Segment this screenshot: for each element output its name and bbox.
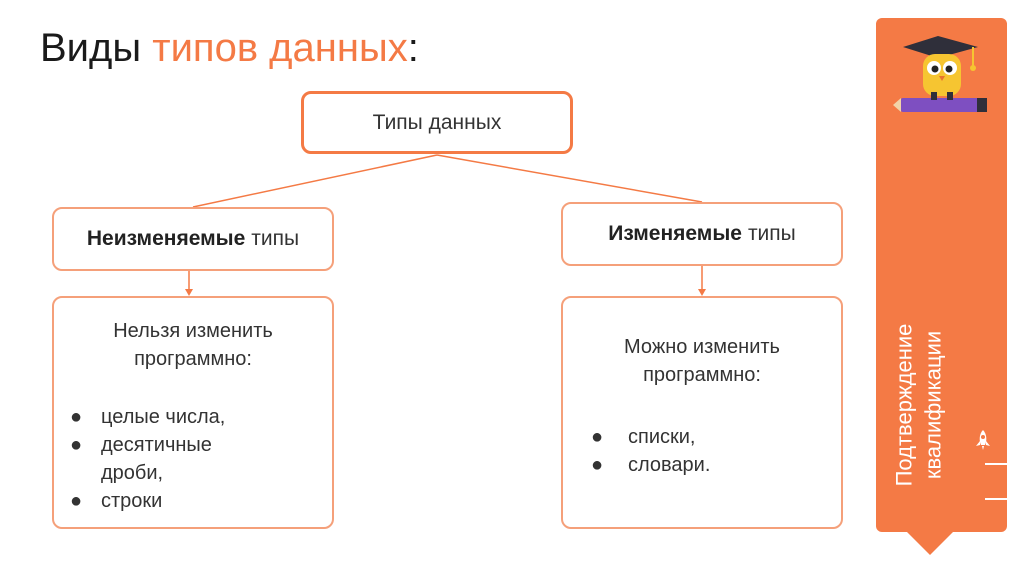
mutable-desc-line2: программно: [563,361,841,389]
rocket-icon [974,429,992,451]
sidebar-caption-line1: Подтверждение [889,324,918,487]
list-item: ●словари. [563,451,841,479]
root-node: Типы данных [301,91,573,154]
root-node-label: Типы данных [373,111,502,135]
bullet-icon: ● [591,423,603,451]
immutable-desc-line2: программно: [54,345,332,373]
mutable-heading-bold: Изменяемые [608,222,742,246]
list-item: ●целые числа, [54,403,332,431]
mutable-heading-rest: типы [748,222,796,246]
mutable-details-node: Можно изменить программно: ●списки, ●сло… [561,296,843,529]
connector-root-left [193,155,437,207]
immutable-details-node: Нельзя изменить программно: ●целые числа… [52,296,334,529]
connector-root-right [437,155,702,202]
owl-mascot-icon [893,32,993,122]
immutable-description: Нельзя изменить программно: [54,317,332,373]
mutable-description: Можно изменить программно: [563,333,841,389]
mutable-desc-line1: Можно изменить [563,333,841,361]
bullet-icon: ● [591,451,603,479]
immutable-heading-rest: типы [251,227,299,251]
immutable-types-node: Неизменяемые типы [52,207,334,271]
immutable-list: ●целые числа, ●десятичные дроби, ●строки [54,403,332,515]
sidebar-pointer [906,531,954,555]
sidebar-divider [985,498,1007,500]
bullet-icon: ● [70,487,82,515]
immutable-heading-bold: Неизменяемые [87,227,245,251]
sidebar-caption: Подтверждение квалификации [886,300,950,510]
list-item: ●списки, [563,423,841,451]
arrow-left-icon [185,289,193,296]
bullet-icon: ● [70,431,82,459]
sidebar-caption-line2: квалификации [918,324,947,487]
bullet-icon: ● [70,403,82,431]
mutable-types-node: Изменяемые типы [561,202,843,266]
list-item: ●десятичные дроби, [54,431,241,487]
arrow-right-icon [698,289,706,296]
mutable-list: ●списки, ●словари. [563,423,841,479]
list-item: ●строки [54,487,332,515]
immutable-desc-line1: Нельзя изменить [54,317,332,345]
sidebar-divider [985,463,1007,465]
